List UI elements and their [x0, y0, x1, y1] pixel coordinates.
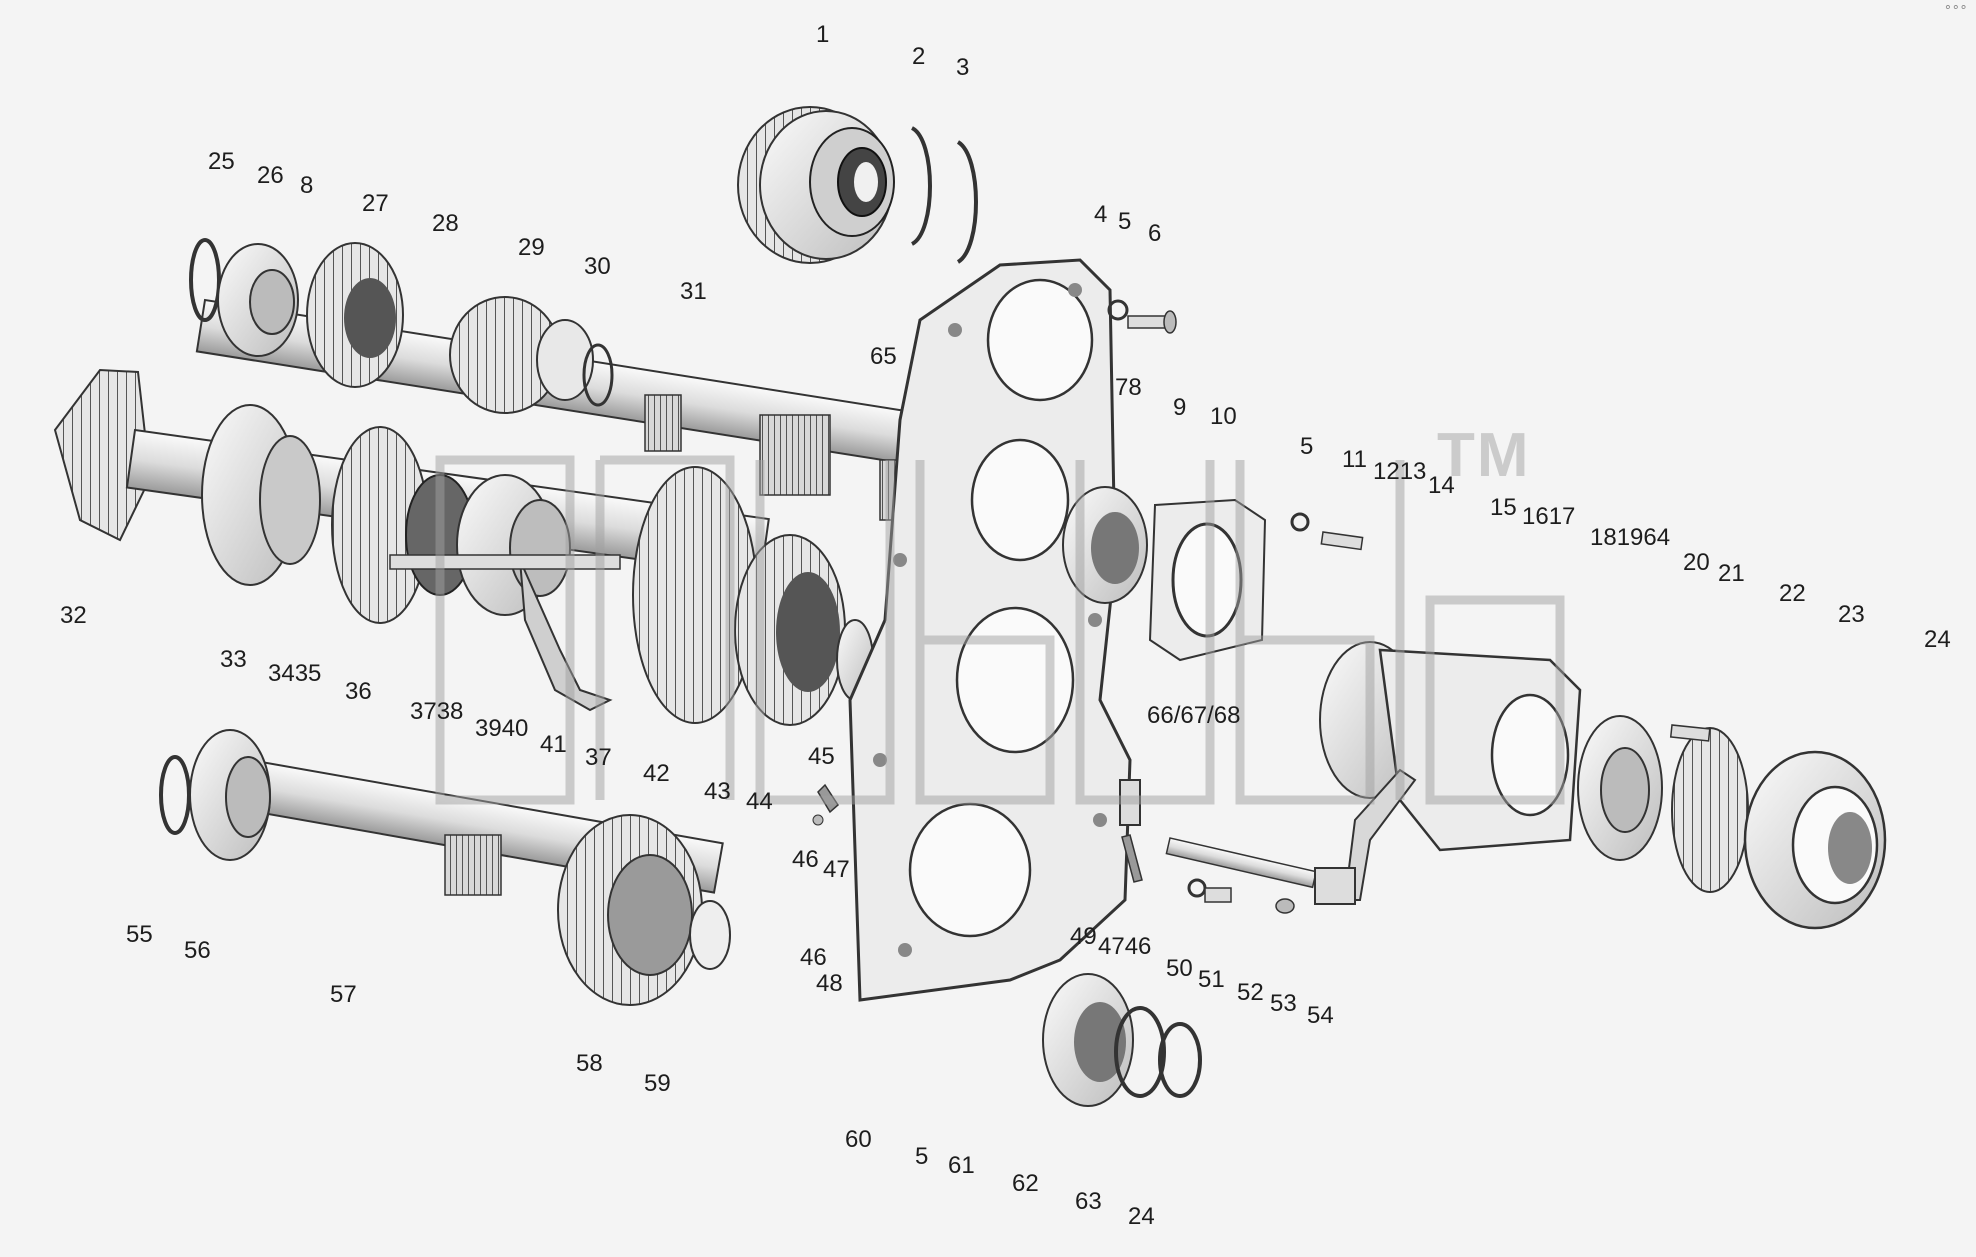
callout-22: 22: [1779, 580, 1806, 607]
callout-59: 59: [644, 1070, 671, 1097]
callout-25: 25: [208, 148, 235, 175]
callout-37: 37: [585, 744, 612, 771]
callout-3: 3: [956, 54, 970, 81]
callout-56: 56: [184, 937, 211, 964]
callout-44: 44: [746, 788, 773, 815]
callout-2: 2: [912, 43, 926, 70]
callout-666768: 66/67/68: [1147, 702, 1241, 729]
callout-45: 45: [808, 743, 835, 770]
callout-26: 26: [257, 162, 284, 189]
callout-48: 48: [816, 970, 843, 997]
callout-32: 32: [60, 602, 87, 629]
callout-43: 43: [704, 778, 731, 805]
bearing-cap-assembly: [737, 106, 895, 264]
callout-60: 60: [845, 1126, 872, 1153]
callout-57: 57: [330, 981, 357, 1008]
bottom-seal-stack: [1042, 973, 1202, 1107]
callout-36: 36: [345, 678, 372, 705]
callout-61: 61: [948, 1152, 975, 1179]
callout-23: 23: [1838, 601, 1865, 628]
callout-65: 65: [870, 343, 897, 370]
callout-58: 58: [576, 1050, 603, 1077]
callout-46b: 46: [800, 944, 827, 971]
callout-4: 4: [1094, 201, 1108, 228]
corner-mark: °°°: [1944, 4, 1968, 19]
callout-21: 21: [1718, 560, 1745, 587]
callout-54: 54: [1307, 1002, 1334, 1029]
callout-46: 46: [792, 846, 819, 873]
callout-24b: 24: [1128, 1203, 1155, 1230]
callout-5: 5: [1118, 208, 1132, 235]
callout-15: 15: [1490, 494, 1517, 521]
callout-1617: 1617: [1522, 503, 1576, 530]
watermark-trademark: TM: [1437, 421, 1531, 490]
callout-33: 33: [220, 646, 247, 673]
callout-41: 41: [540, 731, 567, 758]
callout-27: 27: [362, 190, 389, 217]
callout-10: 10: [1210, 403, 1237, 430]
callout-11: 11: [1342, 446, 1367, 473]
callout-50: 50: [1166, 955, 1193, 982]
callout-29: 29: [518, 234, 545, 261]
callout-28: 28: [432, 210, 459, 237]
callout-20: 20: [1683, 549, 1710, 576]
callout-52: 52: [1237, 979, 1264, 1006]
callout-63: 63: [1075, 1188, 1102, 1215]
callout-3738: 3738: [410, 698, 464, 725]
right-cover-assembly: [1319, 641, 1887, 930]
callout-6: 6: [1148, 220, 1162, 247]
callout-51: 51: [1198, 966, 1225, 993]
callout-1: 1: [816, 21, 830, 48]
callout-8: 8: [300, 172, 314, 199]
callout-53: 53: [1270, 990, 1297, 1017]
callout-31: 31: [680, 278, 707, 305]
callout-14: 14: [1428, 472, 1455, 499]
callout-24: 24: [1924, 626, 1951, 653]
lower-shaft-assembly: [159, 729, 731, 1006]
callout-3940: 3940: [475, 715, 529, 742]
callout-30: 30: [584, 253, 611, 280]
callout-5b: 5: [1300, 433, 1314, 460]
callout-181964: 181964: [1590, 524, 1671, 551]
callout-5c: 5: [915, 1143, 929, 1170]
callout-62: 62: [1012, 1170, 1039, 1197]
callout-78: 78: [1115, 374, 1142, 401]
shift-rod-and-fasteners: [812, 783, 1356, 914]
callout-55: 55: [126, 921, 153, 948]
callout-3435: 3435: [268, 660, 322, 687]
callout-42: 42: [643, 760, 670, 787]
callout-47: 47: [823, 856, 850, 883]
callout-9: 9: [1173, 394, 1187, 421]
housing-plate: [848, 258, 1141, 1002]
callout-49: 49: [1070, 923, 1097, 950]
callout-4746: 4746: [1098, 933, 1152, 960]
retaining-clips: [910, 126, 978, 264]
callout-1213: 1213: [1373, 458, 1427, 485]
